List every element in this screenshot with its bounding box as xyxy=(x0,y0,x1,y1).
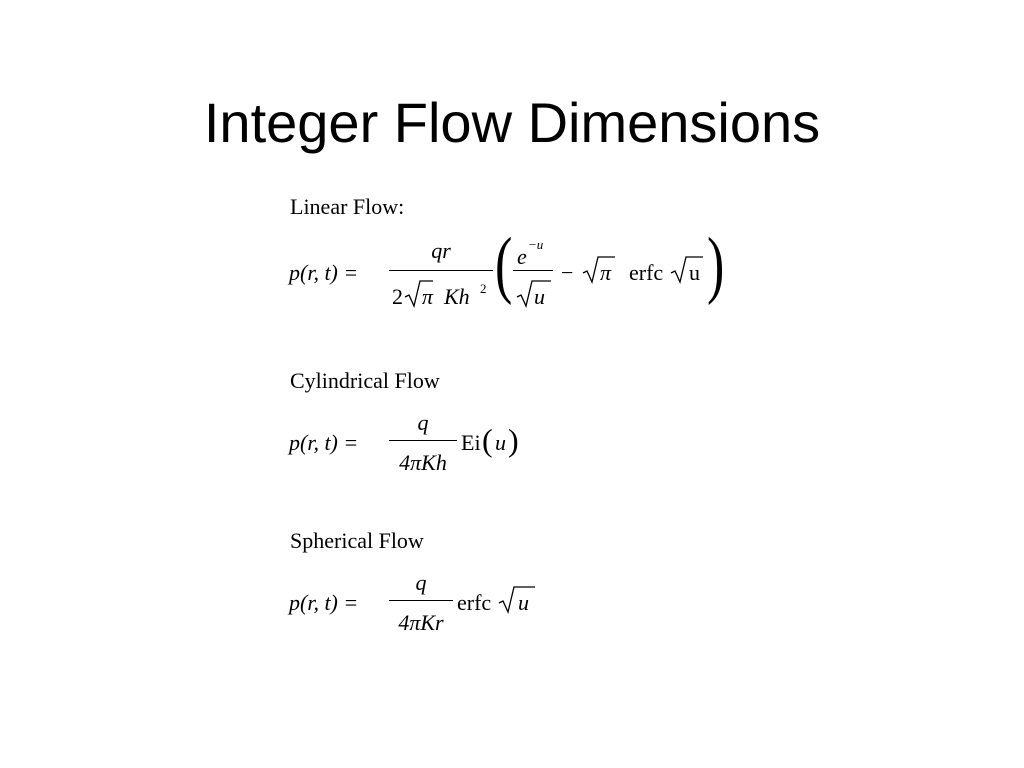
inner-denominator: u xyxy=(534,284,545,309)
equation-lhs: p(r, t) = xyxy=(289,590,359,615)
right-paren: ) xyxy=(707,223,725,307)
fraction-denominator-coefficient: 2 xyxy=(392,284,403,309)
fraction-bar xyxy=(389,600,453,601)
fraction-bar xyxy=(389,270,493,271)
right-paren: ) xyxy=(508,422,519,458)
fraction-numerator: q xyxy=(417,410,429,435)
inner-numerator-base: e xyxy=(517,244,527,269)
erfc-argument: u xyxy=(689,260,700,285)
left-paren: ( xyxy=(495,223,513,307)
sqrt-radical-icon xyxy=(582,256,615,284)
ei-argument: u xyxy=(495,430,506,455)
ei-function: Ei xyxy=(461,430,481,455)
fraction-denominator-term: Kh xyxy=(444,284,470,309)
fraction-denominator-pi: π xyxy=(422,284,434,309)
fraction-numerator: q xyxy=(415,570,427,595)
equation-lhs: p(r, t) = xyxy=(289,430,359,455)
left-paren: ( xyxy=(482,422,493,458)
fraction: q 4πKr xyxy=(389,568,453,640)
fraction-denominator: 4πKh xyxy=(399,450,447,475)
sqrt-radical-icon xyxy=(498,586,535,614)
minus-sign: − xyxy=(561,260,574,285)
spherical-flow-label: Spherical Flow xyxy=(290,528,424,553)
pi-symbol: π xyxy=(600,260,612,285)
erfc-function: erfc xyxy=(629,260,664,285)
fraction-bar xyxy=(389,440,457,441)
cylindrical-flow-label: Cylindrical Flow xyxy=(290,368,440,393)
inner-numerator-exponent: −u xyxy=(528,237,544,252)
inner-fraction-bar xyxy=(513,270,553,271)
fraction: q 4πKh xyxy=(389,408,457,480)
inner-fraction: e −u u xyxy=(513,232,553,312)
fraction-denominator-exponent: 2 xyxy=(480,281,487,296)
erfc-argument: u xyxy=(518,590,529,615)
slide-title: Integer Flow Dimensions xyxy=(203,91,821,154)
sqrt-radical-icon xyxy=(670,256,703,284)
fraction-numerator: qr xyxy=(431,238,451,263)
linear-flow-label: Linear Flow: xyxy=(290,194,405,219)
fraction-denominator: 4πKr xyxy=(398,610,444,635)
fraction: qr 2 π Kh 2 xyxy=(389,232,493,312)
equation-lhs: p(r, t) = xyxy=(289,260,359,285)
sqrt-radical-icon xyxy=(404,280,433,308)
erfc-function: erfc xyxy=(457,590,492,615)
sqrt-radical-icon xyxy=(516,280,551,308)
